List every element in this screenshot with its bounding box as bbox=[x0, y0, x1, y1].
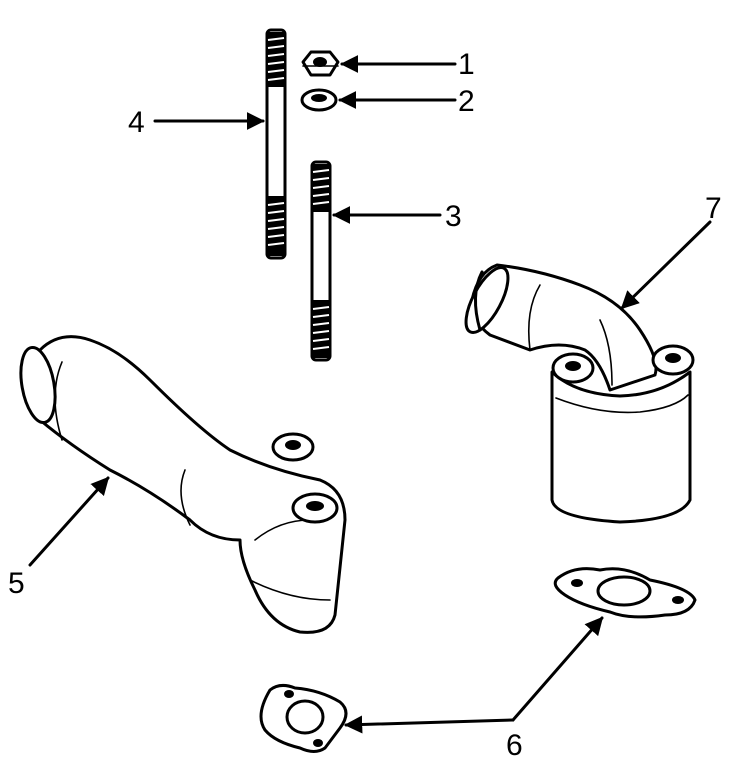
gasket-upper-part bbox=[553, 567, 697, 619]
callout-5: 5 bbox=[8, 567, 25, 600]
short-stud-part bbox=[310, 160, 332, 362]
callout-2: 2 bbox=[458, 85, 475, 118]
leader-lines bbox=[28, 55, 712, 734]
long-stud-part bbox=[265, 28, 287, 260]
callout-1: 1 bbox=[458, 48, 475, 81]
callout-7: 7 bbox=[705, 192, 722, 225]
gasket-lower-part bbox=[259, 683, 348, 753]
long-elbow-part bbox=[19, 335, 347, 634]
callout-6: 6 bbox=[506, 729, 523, 762]
callout-4: 4 bbox=[128, 106, 145, 139]
nut-part bbox=[301, 50, 340, 77]
short-elbow-part bbox=[464, 263, 695, 524]
callout-3: 3 bbox=[445, 200, 462, 233]
washer-part bbox=[300, 88, 338, 112]
